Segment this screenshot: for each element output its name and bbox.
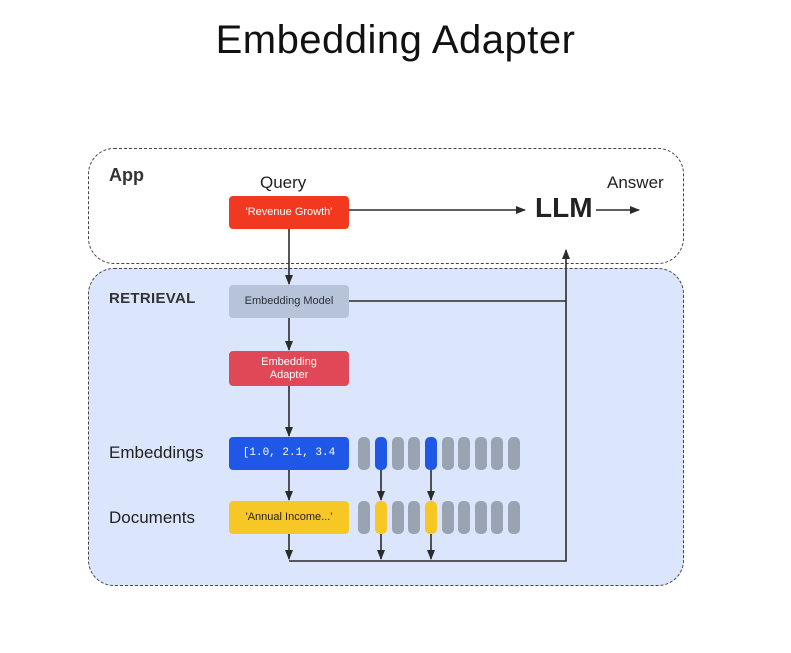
embedding-pill bbox=[408, 437, 420, 470]
answer-label: Answer bbox=[607, 173, 664, 192]
embedding-pill bbox=[475, 437, 487, 470]
embedding-pill bbox=[392, 437, 404, 470]
document-pill bbox=[508, 501, 520, 534]
embedding-pill bbox=[491, 437, 503, 470]
app-section bbox=[88, 148, 684, 264]
document-pill bbox=[491, 501, 503, 534]
embedding-model-box: Embedding Model bbox=[229, 285, 349, 318]
documents-label: Documents bbox=[109, 508, 195, 527]
document-pill bbox=[475, 501, 487, 534]
embedding-pill bbox=[508, 437, 520, 470]
document-pill bbox=[408, 501, 420, 534]
document-pill bbox=[392, 501, 404, 534]
embedding-pill bbox=[358, 437, 370, 470]
app-section-label: App bbox=[109, 165, 144, 185]
document-pill-match bbox=[375, 501, 387, 534]
diagram-title: Embedding Adapter bbox=[215, 18, 576, 62]
context-to-llm-arrow bbox=[289, 249, 570, 562]
document-pill-match bbox=[425, 501, 437, 534]
document-pill bbox=[358, 501, 370, 534]
document-box: 'Annual Income...' bbox=[229, 501, 349, 534]
query-box: 'Revenue Growth' bbox=[229, 196, 349, 229]
embedding-pill bbox=[458, 437, 470, 470]
embedding-adapter-box: Embedding Adapter bbox=[229, 351, 349, 386]
query-caption: Query bbox=[260, 173, 307, 192]
llm-label: LLM bbox=[535, 192, 593, 223]
document-pill bbox=[458, 501, 470, 534]
embedding-pill bbox=[442, 437, 454, 470]
embedding-pill-match bbox=[375, 437, 387, 470]
retrieval-section-label: RETRIEVAL bbox=[109, 290, 196, 307]
retrieval-section bbox=[88, 268, 684, 586]
embedding-vector-box: [1.0, 2.1, 3.4 bbox=[229, 437, 349, 470]
embedding-pill-match bbox=[425, 437, 437, 470]
document-pill bbox=[442, 501, 454, 534]
embeddings-label: Embeddings bbox=[109, 443, 204, 462]
